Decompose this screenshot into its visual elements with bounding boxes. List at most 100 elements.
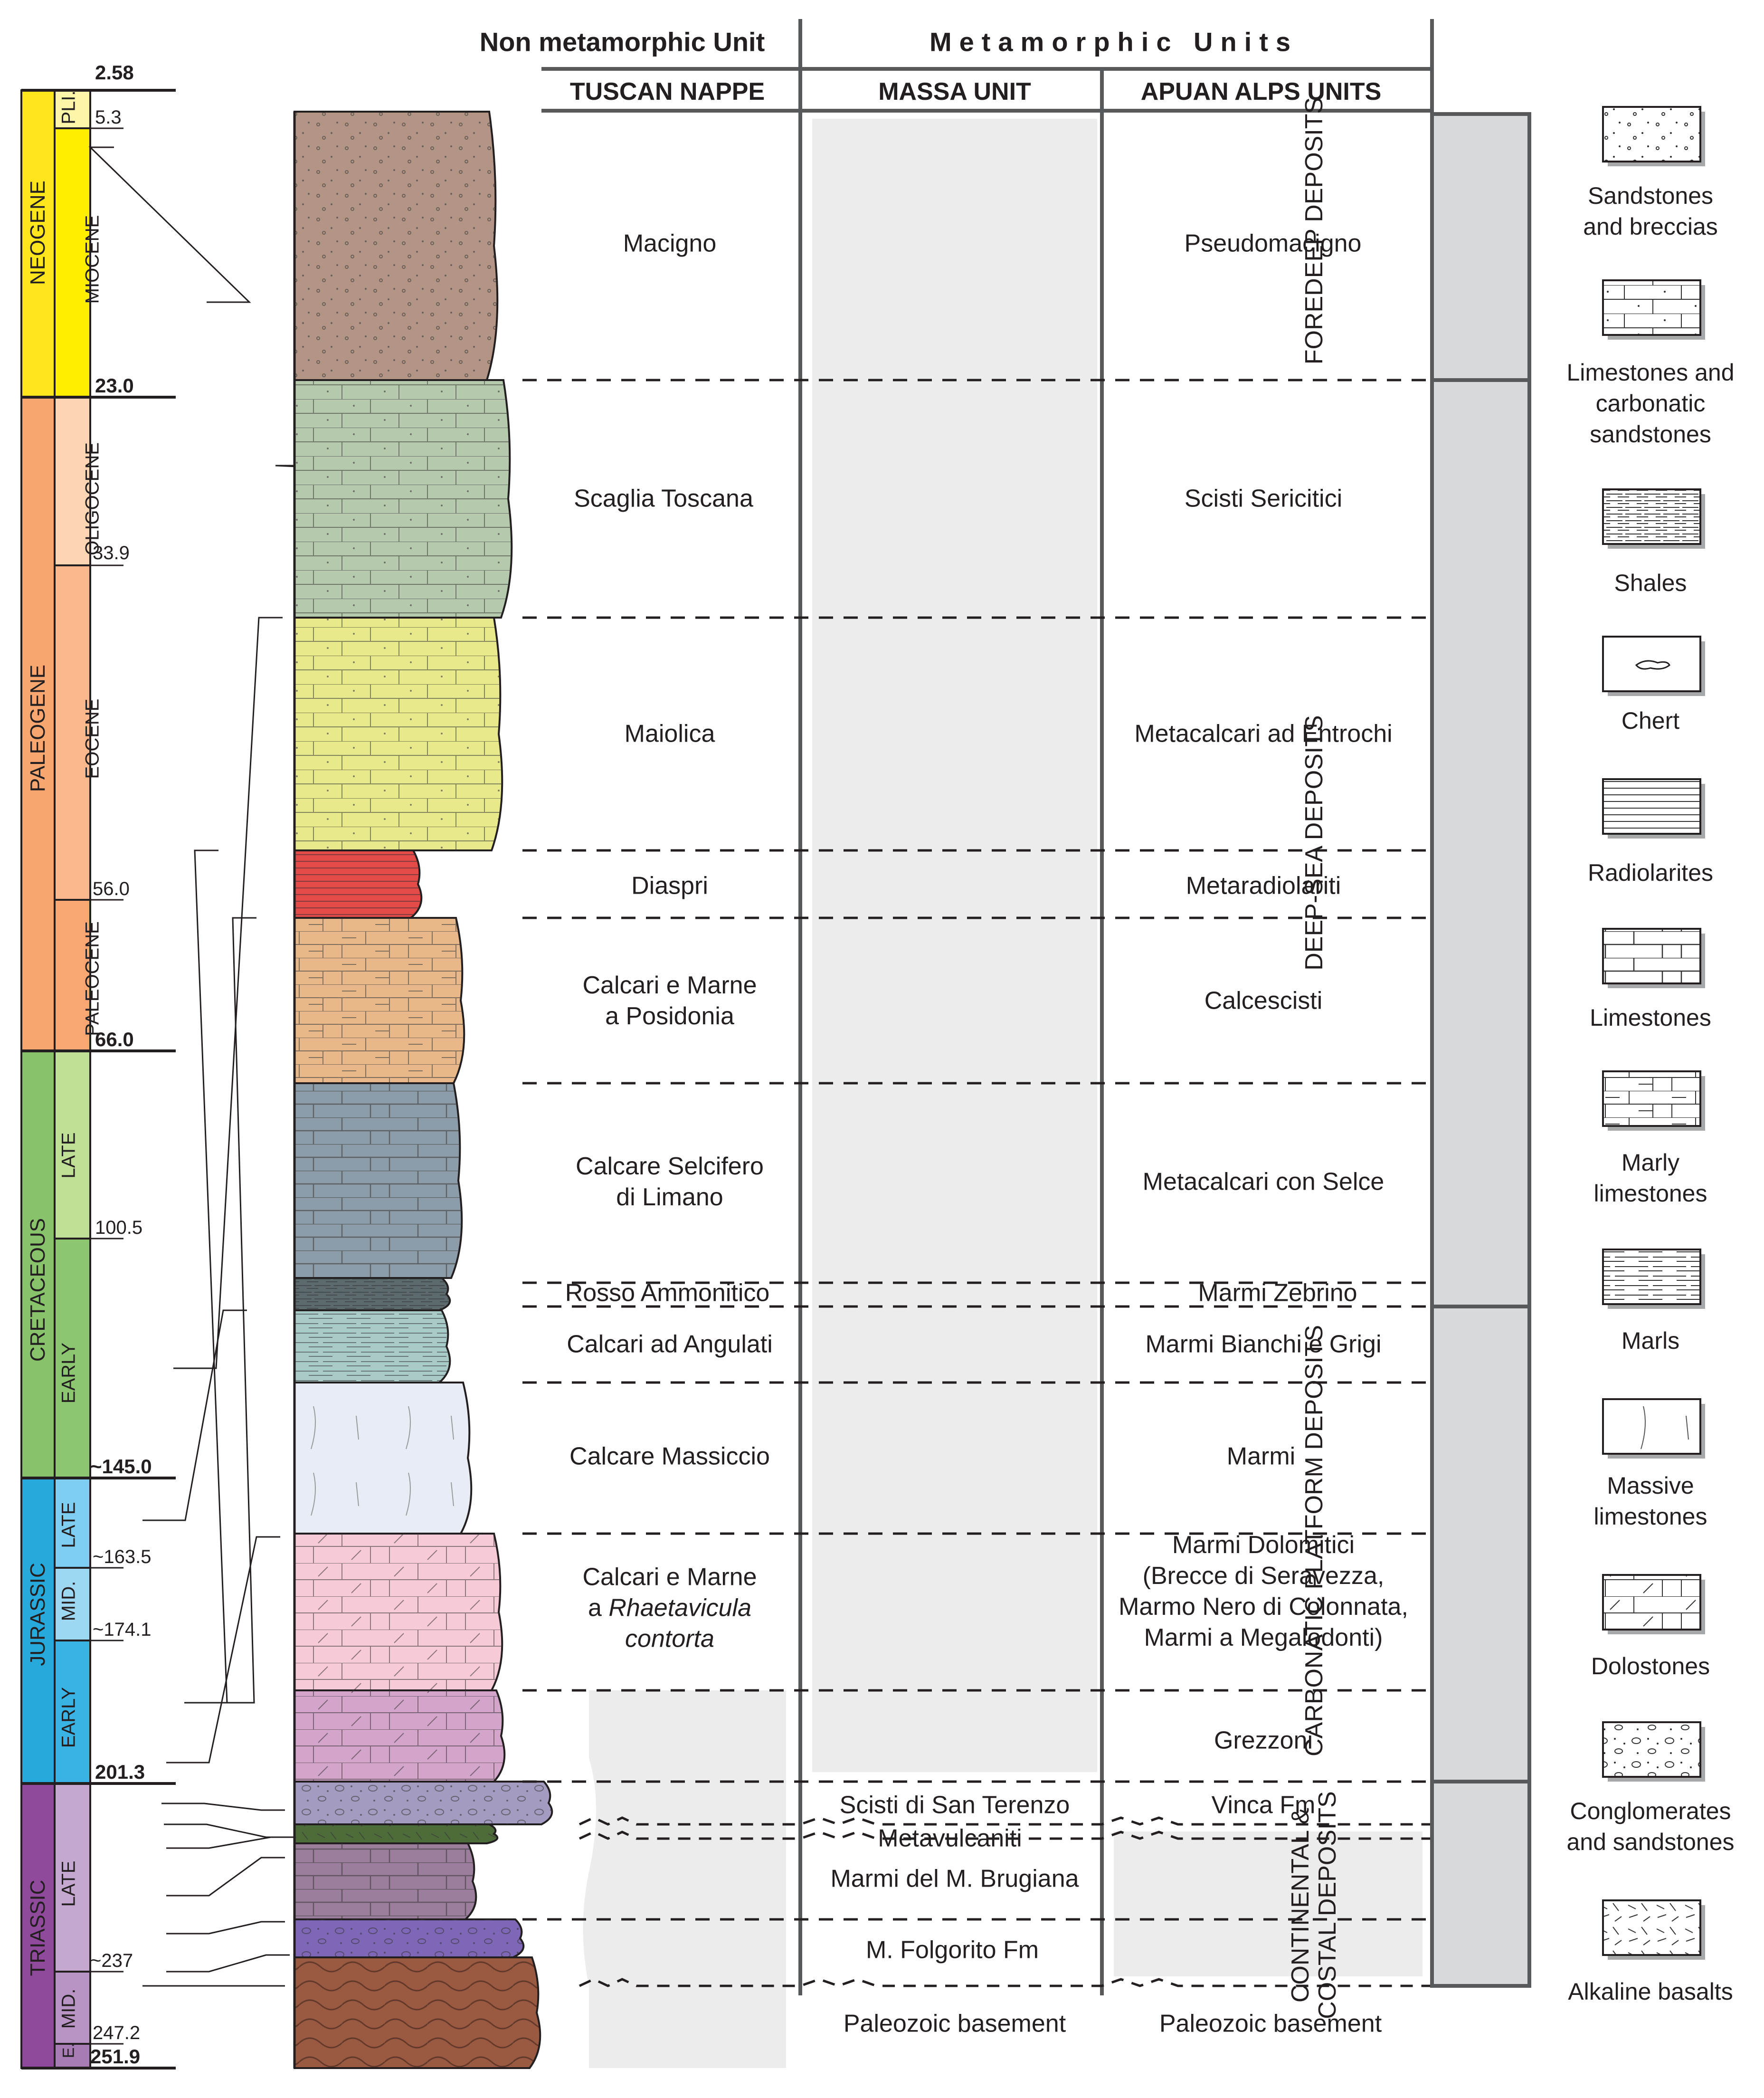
tuscan-grey-block xyxy=(583,1690,786,2068)
tuscan-formation-rosso-ammonitico: Rosso Ammonitico xyxy=(565,1279,770,1307)
legend-label-massive-limestones: Massive limestones xyxy=(1593,1472,1707,1530)
apuan-formation-calcescisti: Calcescisti xyxy=(1204,987,1323,1015)
marly-limestone-icon xyxy=(1602,1070,1705,1131)
epoch-label-pliocene: PLI. xyxy=(58,90,79,124)
apuan-formation-paleozoic-basement: Paleozoic basement xyxy=(1159,2010,1382,2038)
header-apuan-alps-units: APUAN ALPS UNITS xyxy=(1140,78,1382,105)
legend-label-marly-limestones: Marly limestones xyxy=(1593,1149,1707,1207)
tuscan-formation-maiolica: Maiolica xyxy=(624,720,715,748)
period-band-neogene xyxy=(20,89,56,398)
period-band-paleogene xyxy=(20,396,56,1052)
epoch-band xyxy=(54,899,91,1052)
correlation-line xyxy=(164,1823,290,1838)
correlation-line xyxy=(166,1836,294,1849)
vinca-scisti-layer xyxy=(294,1781,553,1825)
massive-limestone-icon xyxy=(1602,1398,1705,1459)
age-label: 2.58 xyxy=(95,61,134,84)
rosso-ammonitico-layer xyxy=(294,1277,451,1311)
apuan-formation-marmi: Marmi xyxy=(1226,1442,1296,1470)
tuscan-formation-calcari-angulati: Calcari ad Angulati xyxy=(567,1330,773,1358)
calcari-angulati-layer xyxy=(294,1309,451,1383)
epoch-band xyxy=(54,89,91,129)
carbonatic-sandstone-icon xyxy=(1602,279,1705,340)
correlation-line xyxy=(166,1954,290,1973)
calcari-marne-posidonia-layer xyxy=(294,917,465,1084)
apuan-formation-metacalcari-entrochi: Metacalcari ad Entrochi xyxy=(1134,720,1393,748)
age-label: 5.3 xyxy=(95,107,122,128)
basalt-icon xyxy=(1602,1899,1705,1960)
environment-foredeep-deposits: FOREDEEP DEPOSITS xyxy=(1300,97,1328,365)
sandstone-icon xyxy=(1602,106,1705,166)
correlation-line xyxy=(161,1802,285,1811)
legend-label-dolostones: Dolostones xyxy=(1591,1653,1710,1679)
massa-formation-paleozoic-basement: Paleozoic basement xyxy=(843,2010,1066,2038)
age-label: 33.9 xyxy=(93,543,130,563)
epoch-label-early-cretaceous: EARLY xyxy=(58,1342,79,1404)
epoch-band xyxy=(54,1050,91,1240)
marl-icon xyxy=(1602,1249,1705,1309)
scaglia-toscana-layer xyxy=(294,379,513,619)
apuan-formation-vinca: Vinca Fm xyxy=(1211,1791,1316,1819)
header-non-metamorphic: Non metamorphic Unit xyxy=(479,27,765,57)
environment-deep-sea-deposits: DEEP-SEA DEPOSITS xyxy=(1300,715,1328,971)
unconformity-line xyxy=(579,1831,1432,1840)
diaspri-layer xyxy=(294,849,423,919)
tuscan-formation-calcare-massiccio: Calcare Massiccio xyxy=(569,1442,770,1470)
age-label: 251.9 xyxy=(90,2045,141,2068)
rhaetavicula-italic-name: Rhaetavicula contorta xyxy=(608,1594,751,1653)
folgorito-layer xyxy=(294,1918,525,1958)
age-label: ~174.1 xyxy=(93,1619,152,1640)
epoch-label-early-triassic: E. xyxy=(59,2042,78,2059)
massa-formation-metavulcaniti: Metavulcaniti xyxy=(878,1824,1022,1852)
tuscan-formation-calcari-marne-rhaetavicula: Calcari e Marne a Rhaetavicula contorta xyxy=(582,1563,757,1653)
marmi-brugiana-layer xyxy=(294,1842,477,1920)
age-label: 247.2 xyxy=(93,2022,141,2043)
correlation-line xyxy=(166,1921,285,1935)
epoch-label-late-triassic: LATE xyxy=(58,1860,79,1907)
calcari-marne-rhaetavicula-layer xyxy=(294,1533,503,1691)
legend-label-shales: Shales xyxy=(1614,570,1687,596)
epoch-band xyxy=(54,396,91,566)
age-label: 201.3 xyxy=(95,1761,145,1783)
environment-box xyxy=(1430,112,1531,382)
apuan-formation-metaradiolariti: Metaradiolariti xyxy=(1185,872,1341,900)
calcare-selcifero-layer xyxy=(294,1082,463,1279)
legend-label-sandstones-breccias: Sandstones and breccias xyxy=(1583,182,1718,240)
legend-label-limestones-carbonatic-sandstones: Limestones and carbonatic sandstones xyxy=(1566,359,1735,448)
correlation-line xyxy=(88,146,251,303)
massa-formation-marmi-brugiana: Marmi del M. Brugiana xyxy=(830,1865,1079,1893)
age-label: 56.0 xyxy=(93,878,130,899)
dolostone-icon xyxy=(1602,1574,1705,1634)
environment-continental-costal-deposits: CONTINENTAL & COSTAL DEPOSITS xyxy=(1286,1791,1341,2019)
environment-box xyxy=(1430,378,1531,1308)
radiolarite-icon xyxy=(1602,778,1705,839)
correlation-line xyxy=(166,1536,280,1764)
apuan-formation-grezzoni: Grezzoni xyxy=(1214,1726,1313,1755)
correlation-line xyxy=(142,1309,247,1521)
correlation-line xyxy=(184,849,228,1704)
epoch-label-middle-jurassic: MID. xyxy=(58,1581,79,1621)
legend-label-conglomerates-sandstones: Conglomerates and sandstones xyxy=(1566,1798,1735,1855)
massa-grey-block xyxy=(812,119,1097,1772)
apuan-formation-pseudomacigno: Pseudomacigno xyxy=(1184,229,1362,257)
legend-label-chert: Chert xyxy=(1621,707,1680,734)
tuscan-formation-scaglia-toscana: Scaglia Toscana xyxy=(574,485,753,513)
correlation-line xyxy=(166,1857,285,1897)
tuscan-formation-diaspri: Diaspri xyxy=(631,872,708,900)
epoch-band xyxy=(54,1238,91,1479)
legend-label-limestones: Limestones xyxy=(1590,1004,1711,1031)
paleozoic-basement-layer xyxy=(294,1956,541,2069)
age-label: 23.0 xyxy=(95,374,134,397)
environment-box xyxy=(1430,1305,1531,1783)
period-label-cretaceous: CRETACEOUS xyxy=(26,1218,49,1362)
age-label: ~237 xyxy=(90,1950,133,1971)
epoch-band xyxy=(54,1971,91,2045)
epoch-label-eocene: EOCENE xyxy=(82,698,103,779)
chert-icon xyxy=(1602,636,1705,696)
tuscan-formation-calcari-marne-posidonia: Calcari e Marne a Posidonia xyxy=(582,972,757,1030)
header-metamorphic: Metamorphic Units xyxy=(929,27,1299,57)
apuan-formation-marmi-bianchi-grigi: Marmi Bianchi e Grigi xyxy=(1145,1330,1382,1358)
age-label: 100.5 xyxy=(95,1217,143,1238)
